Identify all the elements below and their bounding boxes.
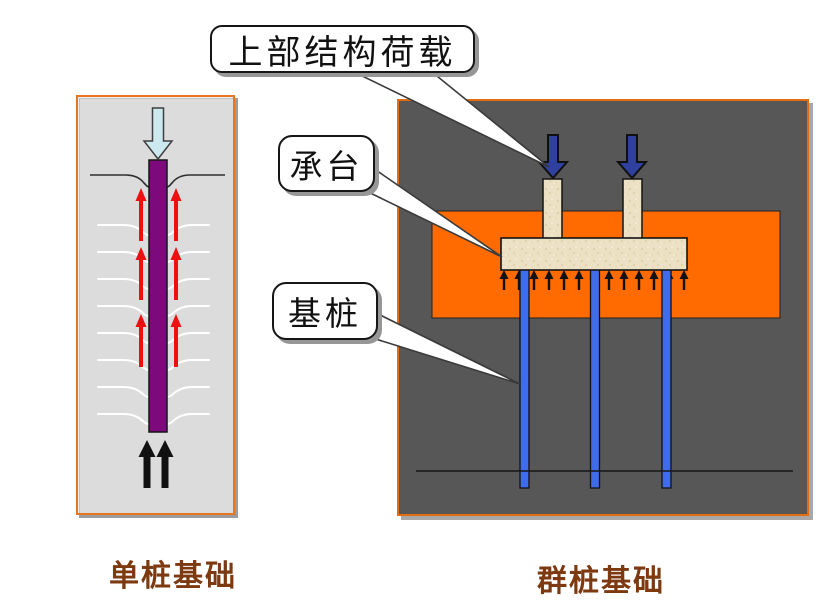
- pier-column: [622, 178, 643, 241]
- caption-single-pile-foundation: 单桩基础: [109, 560, 237, 593]
- pier-column: [542, 178, 563, 241]
- end-bearing-up-arrow-icons: [138, 440, 174, 488]
- single-pile-panel: [76, 95, 235, 515]
- load-down-arrow-icons: [538, 134, 647, 179]
- pile-cap: [500, 237, 688, 271]
- pier-columns: [542, 178, 643, 241]
- callout-pile-cap: 承台: [278, 135, 375, 192]
- load-down-arrow-icon: [142, 107, 174, 161]
- callout-pile-cap-label: 承台: [289, 149, 364, 186]
- group-pile: [661, 268, 672, 489]
- group-pile: [519, 268, 530, 489]
- single-pile-diagram: [90, 107, 225, 488]
- callout-superstructure-load-label: 上部结构荷载: [228, 34, 457, 72]
- group-pile-panel: [397, 99, 809, 516]
- group-pile-diagram: [416, 134, 793, 489]
- caption-group-pile-foundation: 群桩基础: [537, 565, 665, 598]
- single-pile: [148, 159, 168, 433]
- callout-foundation-pile-label: 基桩: [288, 297, 362, 333]
- ground-surface-line: [90, 174, 225, 188]
- callout-superstructure-load: 上部结构荷载: [210, 25, 475, 73]
- group-pile: [589, 268, 601, 489]
- callout-foundation-pile: 基桩: [272, 282, 378, 340]
